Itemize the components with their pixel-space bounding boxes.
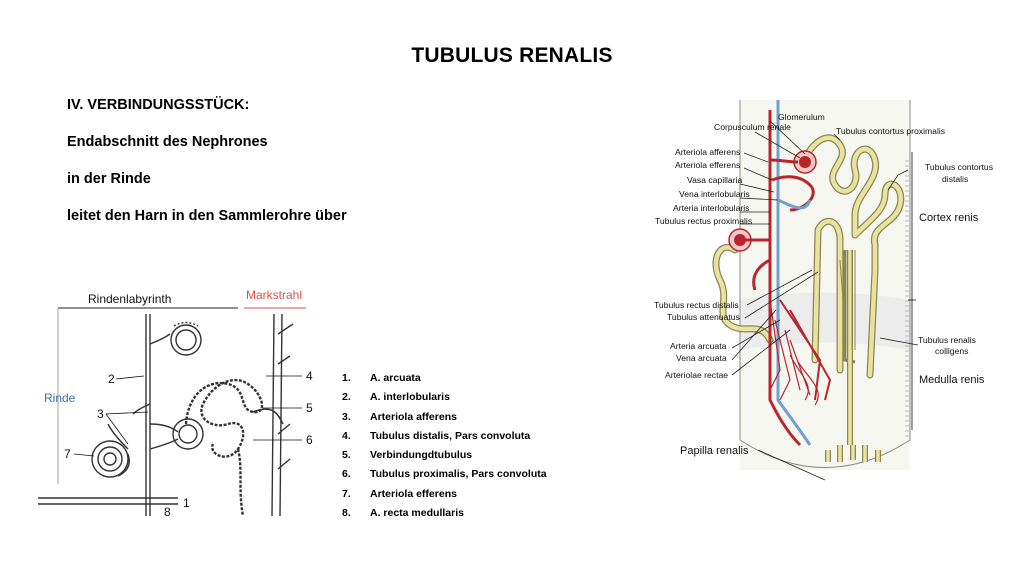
label-tubulus-rectus-proximalis: Tubulus rectus proximalis [655,216,752,226]
label-arteria-interlobularis: Arteria interlobularis [673,203,749,213]
figure-header-rindenlabyrinth: Rindenlabyrinth [88,292,171,306]
label-arteria-arcuata: Arteria arcuata [670,341,727,351]
bullet-item: in der Rinde [67,171,151,187]
legend-item: 1.A. arcuata [342,372,421,384]
label-tubulus-renalis-colligens-1: Tubulus renalis [918,335,976,345]
label-tubulus-attenuatus: Tubulus attenuatus [667,312,740,322]
label-arteriolae-rectae: Arteriolae rectae [665,370,728,380]
label-medulla-renis: Medulla renis [919,374,985,386]
legend-item: 6.Tubulus proximalis, Pars convoluta [342,468,547,481]
label-vasa-capillaria: Vasa capillaria [687,175,742,185]
figure-header-markstrahl: Markstrahl [246,288,302,302]
label-tubulus-contortus-proximalis: Tubulus contortus proximalis [836,126,945,136]
figure-side-label-rinde: Rinde [44,391,76,405]
label-arteriola-afferens: Arteriola afferens [675,147,740,157]
label-tubulus-contortus-distalis-2: distalis [942,174,968,184]
legend-item: 8.A. recta medullaris [342,507,464,520]
figure-number-5: 5 [306,401,313,415]
nephron-schematic-figure: Rindenlabyrinth Markstrahl Rinde 2 3 4 5… [38,288,313,519]
figure-number-8: 8 [164,505,171,519]
bullet-item: Endabschnitt des Nephrones [67,134,268,150]
slide-title: TUBULUS RENALIS [411,44,613,67]
label-tubulus-rectus-distalis: Tubulus rectus distalis [654,300,739,310]
label-vena-arcuata: Vena arcuata [676,353,727,363]
label-papilla-renalis: Papilla renalis [680,445,749,457]
label-tubulus-contortus-distalis-1: Tubulus contortus [925,162,993,172]
bullet-item: leitet den Harn in den Sammlerohre über [67,208,347,224]
figure-number-6: 6 [306,433,313,447]
label-corpusculum-renale: Corpusculum renale [714,122,791,132]
figure-number-7: 7 [64,447,71,461]
figure-number-1: 1 [183,496,190,510]
label-cortex-renis: Cortex renis [919,212,979,224]
label-arteriola-efferens: Arteriola efferens [675,160,740,170]
figure-number-3: 3 [97,407,104,421]
legend-item: 5.Verbindungdtubulus [342,449,473,462]
legend-item: 2.A. interlobularis [342,391,450,404]
legend-item: 4.Tubulus distalis, Pars convoluta [342,429,531,442]
legend-list: 1.A. arcuata 2.A. interlobularis 3.Arter… [342,369,547,523]
bullet-list: IV. VERBINDUNGSSTÜCK: Endabschnitt des N… [67,96,487,226]
label-glomerulum: Glomerulum [778,112,825,122]
legend-item: 7.Arteriola efferens [342,487,457,500]
label-vena-interlobularis: Vena interlobularis [679,189,750,199]
nephron-anatomy-figure: Glomerulum Corpusculum renale Tubulus co… [654,100,993,481]
label-tubulus-renalis-colligens-2: colligens [935,346,968,356]
legend-item: 3.Arteriola afferens [342,410,457,423]
figure-number-2: 2 [108,372,115,386]
bullet-heading: IV. VERBINDUNGSSTÜCK: [67,97,250,113]
figure-number-4: 4 [306,369,313,383]
